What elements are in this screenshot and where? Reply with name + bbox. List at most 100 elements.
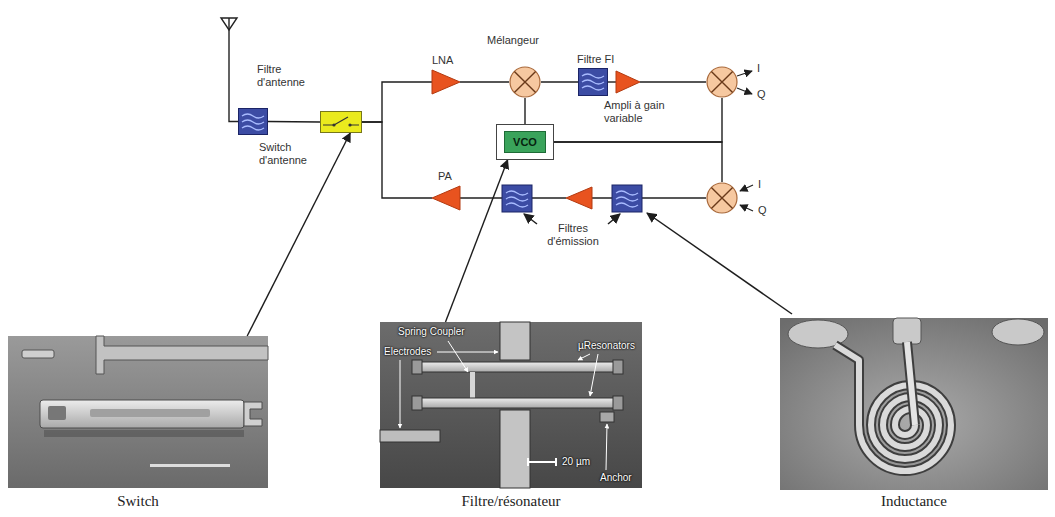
signal-wire — [640, 81, 706, 82]
shape-outline — [432, 186, 460, 210]
mixer-circle: Mélangeur — [509, 66, 541, 98]
block-label: Filtre FI — [577, 53, 614, 66]
inductance-photo — [780, 318, 1048, 490]
photo-caption: Inductance — [780, 492, 1048, 510]
amplifier-symbol — [432, 186, 460, 210]
switch-photo — [96, 336, 268, 374]
switch-photo — [8, 336, 268, 488]
inductance-photo — [992, 319, 1044, 345]
iq-arrow — [740, 205, 753, 211]
block-label: Filtre d'antenne — [257, 63, 321, 89]
signal-wire — [608, 81, 616, 82]
mixer-symbol — [711, 187, 732, 208]
photo-caption: Switch — [8, 492, 268, 510]
shape-outline — [432, 70, 460, 94]
inductance-photo — [780, 318, 1048, 490]
shape-outline — [509, 66, 541, 98]
vco-block: VCO — [496, 124, 554, 160]
sem-photo: Inductance — [780, 318, 1048, 490]
antenna-symbol — [221, 18, 238, 122]
amplifier-triangle: LNA — [432, 70, 460, 94]
mixer-symbol — [711, 71, 732, 92]
block-label: VCO — [513, 136, 537, 149]
signal-wire — [524, 98, 525, 124]
shape-outline — [239, 109, 267, 134]
pointer-arrow — [524, 214, 537, 224]
annotation-label: Filtres d'émission — [540, 222, 606, 248]
block-label: LNA — [432, 54, 453, 67]
vco-core: VCO — [504, 131, 546, 153]
leader-line — [606, 424, 607, 470]
iq-arrow — [737, 71, 752, 76]
switch-photo — [48, 406, 66, 420]
leader-line — [448, 341, 468, 372]
signal-wire — [268, 121, 320, 123]
signal-label: I — [758, 178, 761, 191]
amplifier-triangle: Ampli à gain variable — [616, 71, 640, 93]
resonator-photo — [420, 362, 615, 372]
signal-label: Q — [758, 204, 767, 217]
filter-block: Filtre d'antenne — [238, 108, 268, 135]
resonator-photo — [600, 412, 614, 422]
block-label: PA — [438, 170, 452, 183]
antenna-symbol — [229, 18, 238, 122]
resonator-photo — [380, 430, 440, 442]
resonator-photo — [528, 458, 556, 466]
tx-amplifier — [566, 187, 592, 209]
leader-line — [578, 354, 590, 360]
resonator-photo — [500, 322, 530, 360]
mixer-circle: IQ — [706, 182, 738, 214]
signal-wire — [362, 122, 432, 198]
shape-outline — [579, 69, 607, 95]
amplifier-symbol — [616, 71, 640, 93]
signal-label: Q — [757, 88, 766, 101]
resonator-photo — [412, 360, 422, 374]
resonator-photo — [613, 396, 623, 410]
mixer-symbol — [707, 183, 737, 213]
pointer-arrow — [446, 160, 508, 322]
inductance-photo — [907, 342, 915, 425]
resonator-photo — [470, 372, 475, 398]
signal-label: I — [757, 62, 760, 75]
resonator-photo — [380, 322, 642, 488]
filter-wave — [582, 74, 604, 90]
switch-symbol — [323, 117, 359, 125]
tx-filter — [616, 191, 638, 207]
switch-symbol — [332, 123, 335, 126]
mixer-symbol — [510, 67, 540, 97]
resonator-photo — [412, 396, 422, 410]
leader-line — [437, 352, 498, 353]
iq-arrow — [737, 71, 753, 211]
inductance-photo — [835, 345, 951, 471]
pointer-arrow — [647, 213, 792, 314]
signal-wire — [554, 98, 722, 142]
amplifier-triangle: PA — [432, 186, 460, 210]
signal-wire — [460, 81, 509, 82]
switch-photo — [44, 430, 244, 437]
antenna-switch: Switch d'antenne — [320, 111, 362, 133]
filter-wave — [242, 114, 264, 130]
iq-arrow — [737, 88, 752, 94]
inductance-photo — [835, 345, 951, 471]
mixer-symbol — [707, 67, 737, 97]
resonator-photo — [500, 410, 530, 488]
switch-photo — [22, 350, 54, 358]
switch-photo — [90, 409, 210, 417]
iq-arrow — [740, 185, 753, 191]
tx-filter — [502, 185, 642, 212]
photo-label: 20 µm — [562, 456, 590, 468]
shape-outline — [616, 71, 640, 93]
leader-line — [590, 354, 598, 396]
signal-wire — [541, 81, 578, 82]
photo-label: Electrodes — [384, 346, 431, 358]
signal-wire — [554, 142, 722, 182]
signal-wire — [362, 82, 432, 122]
tx-filter — [502, 185, 532, 212]
signal-label: Mélangeur — [487, 34, 539, 47]
resonator-photo — [380, 322, 642, 488]
resonator-photo — [420, 398, 615, 408]
photo-label: Spring Coupler — [398, 326, 465, 338]
resonator-photo — [613, 360, 623, 374]
mixer-circle: IQ — [706, 66, 738, 98]
pointer-arrow — [608, 214, 620, 224]
